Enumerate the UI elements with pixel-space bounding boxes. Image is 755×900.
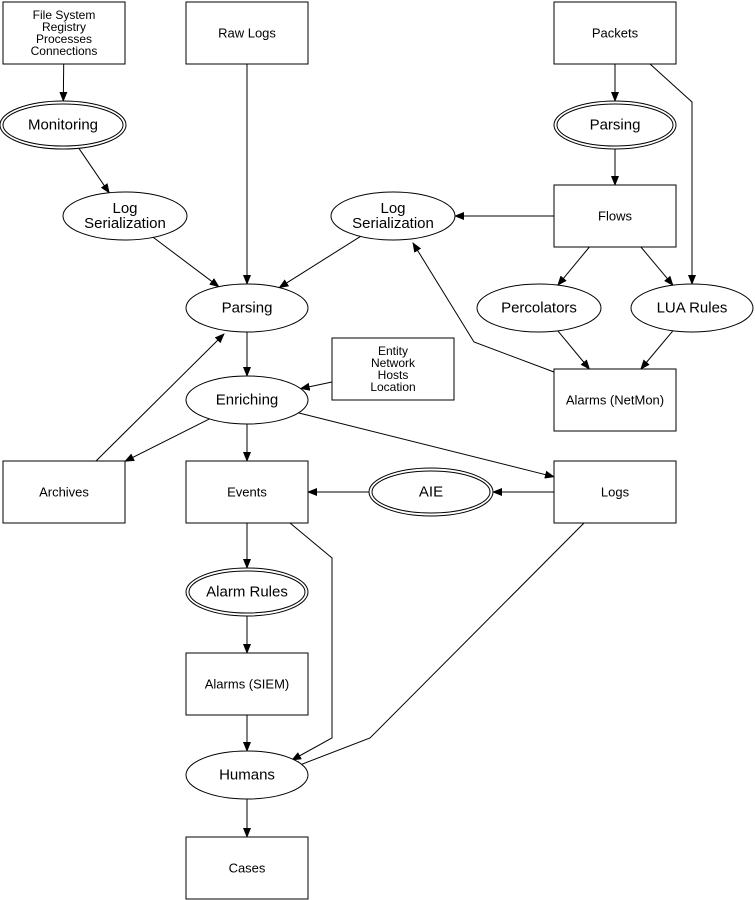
node-events: Events [185, 460, 309, 524]
edge-logs-to-humans [291, 522, 585, 769]
node-parsing-net: Parsing [553, 100, 677, 150]
node-inner-ellipse [188, 570, 306, 614]
node-label: Network [371, 356, 416, 370]
node-label: Alarm Rules [206, 584, 288, 601]
node-label: Humans [219, 767, 275, 784]
node-label: Alarms (NetMon) [566, 393, 664, 408]
node-label: Parsing [590, 117, 641, 134]
node-ellipse [630, 283, 754, 333]
edge-entity-to-enriching [299, 381, 333, 391]
node-ellipse [330, 191, 456, 241]
node-packets: Packets [553, 1, 677, 65]
node-label: Processes [36, 32, 92, 46]
edges [59, 63, 696, 838]
edge-enriching-to-logs [298, 412, 555, 479]
node-label: Hosts [378, 368, 409, 382]
node-ellipse [185, 750, 309, 800]
node-label: File System [33, 8, 96, 22]
node-box [185, 1, 309, 65]
node-ellipse [185, 283, 309, 333]
node-label: LUA Rules [657, 300, 728, 317]
node-label: Enriching [216, 392, 279, 409]
node-label: Cases [229, 861, 266, 876]
edge-archives-to-parsing [94, 333, 225, 463]
node-box [2, 1, 126, 65]
edge-log-ser-left-to-parsing [152, 237, 220, 288]
node-label: Serialization [352, 215, 434, 232]
node-inner-ellipse [2, 103, 124, 147]
node-alarms-siem: Alarms (SIEM) [185, 652, 309, 716]
node-label: Logs [601, 485, 630, 500]
node-ellipse [185, 375, 309, 425]
node-parsing: Parsing [185, 283, 309, 333]
node-label: Registry [42, 20, 86, 34]
node-label: Parsing [222, 300, 273, 317]
node-label: Serialization [84, 215, 166, 232]
node-label: Log [112, 200, 137, 217]
edge-flows-to-lua-rules [640, 246, 674, 286]
node-inner-ellipse [556, 103, 674, 147]
edge-enriching-to-archives [124, 418, 210, 462]
node-label: Monitoring [28, 117, 98, 134]
node-label: Archives [39, 485, 89, 500]
node-ellipse [62, 191, 188, 241]
node-label: Flows [598, 209, 632, 224]
node-ellipse [476, 283, 602, 333]
node-box [185, 652, 309, 716]
node-archives: Archives [2, 460, 126, 524]
node-label: Entity [378, 344, 408, 358]
edge-alarms-netmon-to-log-ser-mid [412, 242, 555, 373]
node-label: Connections [31, 44, 98, 58]
node-label: Events [227, 485, 267, 500]
node-label: Packets [592, 26, 639, 41]
node-box [553, 184, 677, 248]
edge-monitoring-to-log-ser-left [78, 147, 110, 194]
node-flows: Flows [553, 184, 677, 248]
node-box [553, 460, 677, 524]
node-enriching: Enriching [185, 375, 309, 425]
edge-lua-rules-to-alarms-netmon [640, 330, 674, 370]
edge-percolators-to-alarms-netmon [557, 330, 591, 370]
node-box [553, 1, 677, 65]
node-box [331, 337, 455, 401]
node-label: Raw Logs [218, 26, 276, 41]
node-label: Alarms (SIEM) [205, 677, 290, 692]
node-label: AIE [419, 484, 443, 501]
node-lua-rules: LUA Rules [630, 283, 754, 333]
node-raw-logs: Raw Logs [185, 1, 309, 65]
node-monitoring: Monitoring [0, 100, 127, 150]
node-box [185, 836, 309, 900]
node-logs: Logs [553, 460, 677, 524]
node-cases: Cases [185, 836, 309, 900]
node-label: Log [380, 200, 405, 217]
node-humans: Humans [185, 750, 309, 800]
node-alarm-rules: Alarm Rules [185, 567, 309, 617]
node-box [185, 460, 309, 524]
edge-packets-to-lua-rules [649, 63, 696, 285]
node-box [2, 460, 126, 524]
node-inner-ellipse [371, 470, 491, 514]
node-alarms-netmon: Alarms (NetMon) [553, 368, 677, 432]
edge-log-ser-mid-to-parsing [278, 235, 361, 289]
node-label: Location [370, 380, 415, 394]
node-percolators: Percolators [476, 283, 602, 333]
node-aie: AIE [368, 467, 494, 517]
edge-flows-to-percolators [557, 246, 590, 286]
node-box [553, 368, 677, 432]
edge-events-to-humans [289, 522, 333, 761]
node-label: Percolators [501, 300, 577, 317]
